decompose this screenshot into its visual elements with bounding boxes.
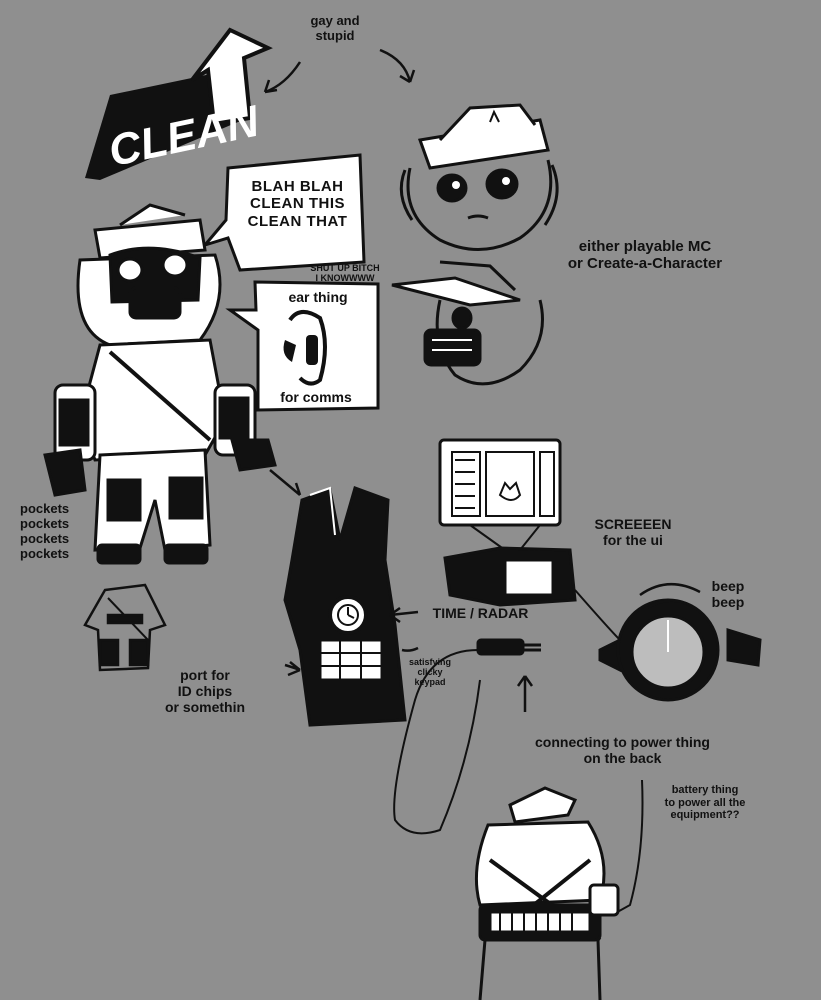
arrows-top [263,48,416,94]
note-gay-and-stupid: gay and stupid [310,13,360,43]
note-playable-mc: either playable MC or Create-a-Character [567,238,723,273]
back-view-sketch [474,786,620,1000]
note-pockets: pockets pockets pockets pockets [20,501,70,561]
note-screen: SCREEEEN for the ui [594,516,672,549]
head-sketch-mask [391,260,544,386]
ear-thing-box [225,280,380,412]
note-shut-up: SHUT UP BITCH I KNOWWWW [310,263,380,283]
note-port: port for ID chips or somethin [164,667,246,716]
clean-logo: CLEAN [85,27,273,180]
note-time-radar: TIME / RADAR [432,605,529,621]
note-keypad: satisfying clicky keypad [408,657,451,687]
note-ear-thing: ear thing [288,289,348,305]
gauntlet-sketch [283,486,407,727]
screen-device-sketch [438,438,577,607]
main-character-sketch [43,203,277,565]
cable-lines [393,589,644,916]
plug-sketch [476,638,541,656]
head-sketch-cap [399,103,559,251]
pointer-arrows [269,469,534,712]
note-battery: battery thing to power all the equipment… [664,784,746,822]
jacket-sketch [83,583,167,672]
note-power: connecting to power thing on the back [535,734,710,767]
note-beep: beep beep [711,578,745,611]
note-for-comms: for comms [280,389,352,405]
speech-bubble-text: BLAH BLAH CLEAN THIS CLEAN THAT [247,178,348,230]
speech-bubble [200,153,366,272]
radar-watch-sketch [598,582,762,702]
